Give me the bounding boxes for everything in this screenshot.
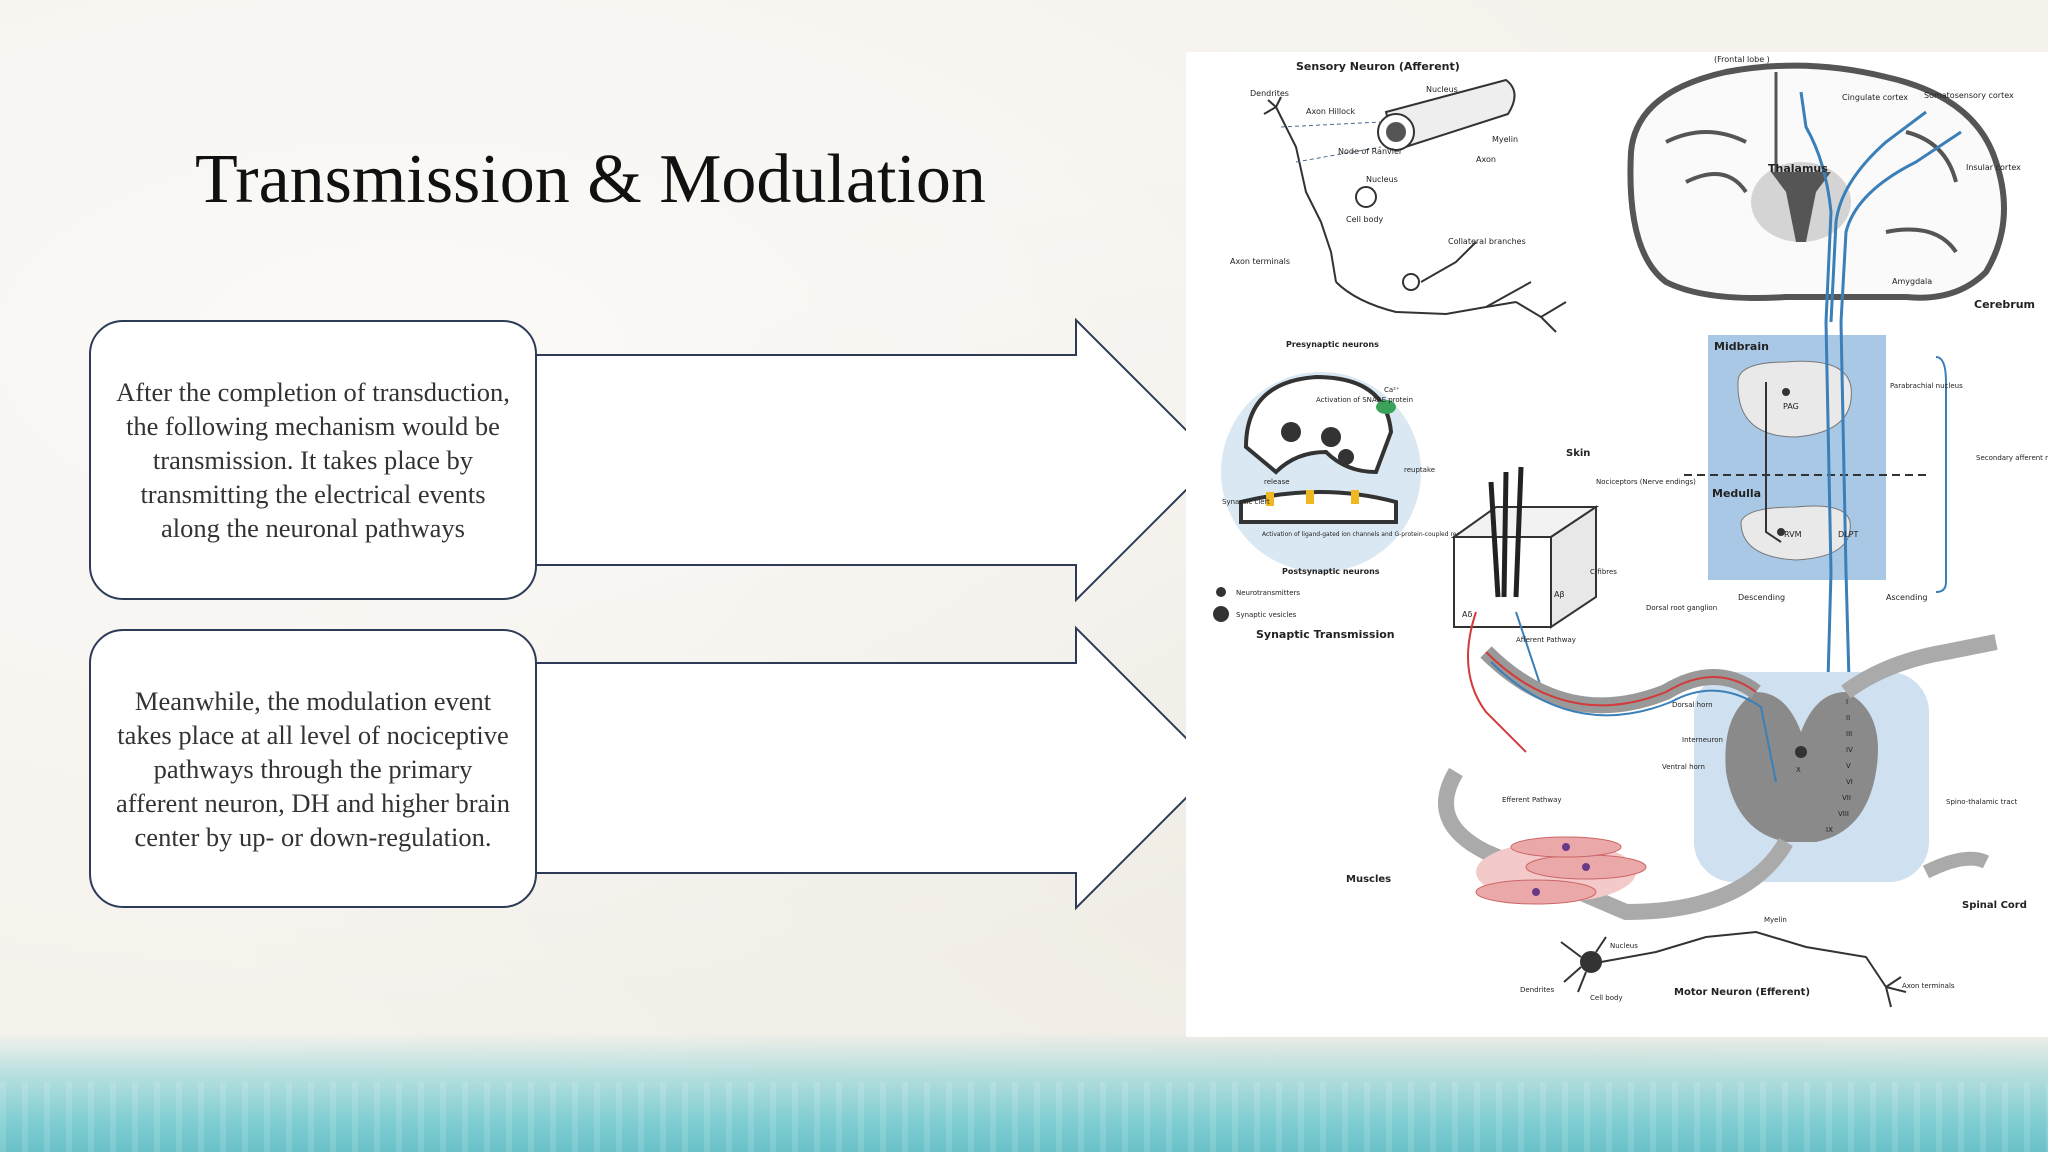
muscles-label: Muscles — [1346, 874, 1391, 885]
lamina-2: II — [1846, 714, 1850, 722]
axon-terminals-label: Axon terminals — [1230, 257, 1290, 266]
ascending-tract-brain — [1799, 91, 1962, 323]
pain-pathway-figure: Sensory Neuron (Afferent) Dendrites Axon… — [1186, 52, 2048, 1037]
spinal-cord — [1438, 634, 1998, 921]
neurotransmitters-label: Neurotransmitters — [1236, 589, 1300, 597]
nucleus-label-top: Nucleus — [1426, 85, 1458, 94]
cerebrum-label: Cerebrum — [1974, 298, 2035, 311]
rvm-label: RVM — [1784, 530, 1802, 539]
watercolor-texture — [0, 1082, 2048, 1152]
node-ranvier-label: Node of Ranvier — [1338, 147, 1403, 156]
descending-label: Descending — [1738, 593, 1785, 602]
dorsal-horn-label: Dorsal horn — [1672, 701, 1713, 709]
modulation-text: Meanwhile, the modulation event takes pl… — [116, 685, 510, 852]
drg-label: Dorsal root ganglion — [1646, 604, 1717, 612]
presynaptic-label: Presynaptic neurons — [1286, 340, 1379, 349]
synaptic-transmission-label: Synaptic Transmission — [1256, 628, 1395, 641]
interneuron-label: Interneuron — [1682, 736, 1723, 744]
axon-label: Axon — [1476, 155, 1496, 164]
c-fibres-label: C-fibres — [1590, 568, 1617, 576]
sensory-neuron — [1263, 96, 1567, 333]
cingulate-label: Cingulate cortex — [1842, 93, 1908, 102]
ca-label: Ca²⁺ — [1384, 386, 1400, 394]
lamina-10: X — [1796, 766, 1801, 774]
motor-neuron-label: Motor Neuron (Efferent) — [1674, 987, 1810, 998]
dendrites-motor-label: Dendrites — [1520, 986, 1554, 994]
frontal-lobe-label: (Frontal lobe ) — [1714, 55, 1770, 64]
thalamus-label: Thalamus — [1768, 162, 1828, 175]
reuptake-label: reuptake — [1404, 466, 1435, 474]
snare-label: Activation of SNARE protein — [1316, 396, 1413, 404]
postsynaptic-label: Postsynaptic neurons — [1282, 567, 1380, 576]
arrow-1-shape — [537, 317, 1218, 603]
lamina-5: V — [1846, 762, 1851, 770]
myelin-zoom — [1280, 78, 1516, 163]
transmission-text-box: After the completion of transduction, th… — [89, 320, 537, 600]
spinothalamic-label: Spino-thalamic tract — [1946, 798, 2018, 806]
pag-label: PAG — [1783, 402, 1799, 411]
lamina-9: IX — [1826, 826, 1833, 834]
parabrachial-label: Parabrachial nucleus — [1890, 382, 1963, 390]
axon-terminals-motor-label: Axon terminals — [1902, 982, 1955, 990]
nucleus-motor-label: Nucleus — [1610, 942, 1638, 950]
lamina-1: I — [1846, 698, 1848, 706]
lamina-7: VII — [1842, 794, 1851, 802]
spinal-cord-label: Spinal Cord — [1962, 900, 2027, 911]
lamina-3: III — [1846, 730, 1852, 738]
secondary-label: Secondary afferent neurons — [1976, 454, 2048, 462]
sensory-neuron-label: Sensory Neuron (Afferent) — [1296, 60, 1460, 73]
motor-neuron — [1560, 930, 1907, 1008]
efferent-pathway-label: Efferent Pathway — [1502, 796, 1562, 804]
skin-label: Skin — [1566, 448, 1590, 459]
cell-body-label: Cell body — [1346, 215, 1384, 224]
axon-hillock-label: Axon Hillock — [1306, 107, 1355, 116]
modulation-text-box: Meanwhile, the modulation event takes pl… — [89, 629, 537, 908]
ventral-horn-label: Ventral horn — [1662, 763, 1705, 771]
somatosensory-label: Somatosensory cortex — [1924, 91, 2014, 100]
arrow-2-shape — [537, 625, 1218, 911]
midbrain-label: Midbrain — [1714, 340, 1769, 353]
watercolor-wash — [0, 1032, 2048, 1152]
synapse-circle — [1221, 372, 1421, 572]
activation-ligand-label: Activation of ligand-gated ion channels … — [1262, 531, 1479, 538]
muscles — [1475, 836, 1647, 905]
ascending-label: Ascending — [1886, 593, 1927, 602]
nucleus-label: Nucleus — [1366, 175, 1398, 184]
collateral-label: Collateral branches — [1448, 237, 1526, 246]
a-delta-label: Aδ — [1462, 610, 1472, 619]
a-beta-label: Aβ — [1554, 590, 1565, 599]
slide-title: Transmission & Modulation — [195, 141, 986, 218]
pain-pathway-diagram: Sensory Neuron (Afferent) Dendrites Axon… — [1213, 55, 2048, 1008]
vesicle-icon — [1213, 606, 1229, 622]
myelin-label: Myelin — [1492, 135, 1518, 144]
dlpt-label: DLPT — [1838, 530, 1858, 539]
afferent-pathway-label: Afferent Pathway — [1516, 636, 1576, 644]
lamina-8: VIII — [1838, 810, 1849, 818]
nociceptors-label: Nociceptors (Nerve endings) — [1596, 478, 1696, 486]
insular-label: Insular cortex — [1966, 163, 2021, 172]
lamina-6: VI — [1846, 778, 1853, 786]
brainstem-panel — [1684, 321, 1947, 753]
amygdala-label: Amygdala — [1892, 277, 1932, 286]
skin-block — [1450, 466, 1600, 753]
myelin-motor-label: Myelin — [1764, 916, 1787, 924]
lamina-4: IV — [1846, 746, 1853, 754]
dendrites-label: Dendrites — [1250, 89, 1289, 98]
medulla-label: Medulla — [1712, 487, 1761, 500]
synaptic-cleft-label: Synaptic cleft — [1222, 498, 1270, 506]
vesicles-label: Synaptic vesicles — [1236, 611, 1297, 619]
brain — [1627, 62, 2007, 301]
transmission-text: After the completion of transduction, th… — [116, 377, 510, 543]
neurotransmitter-icon — [1216, 587, 1226, 597]
cell-body-motor-label: Cell body — [1590, 994, 1623, 1002]
release-label: release — [1264, 478, 1290, 486]
